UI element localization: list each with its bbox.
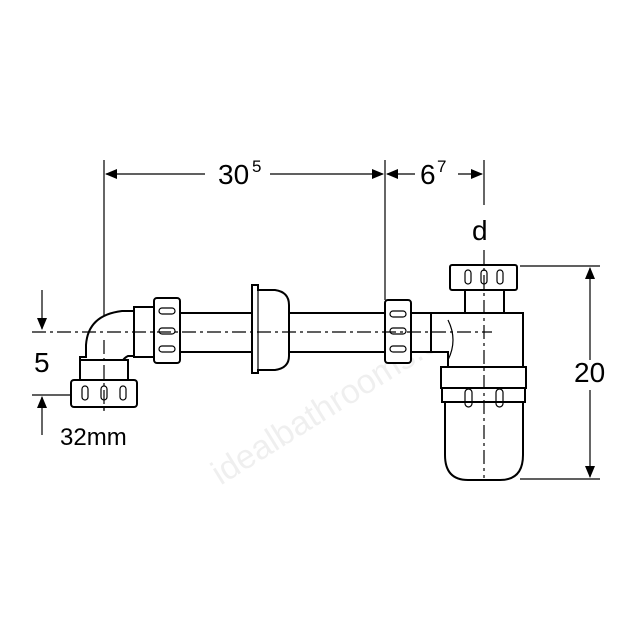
trap-assembly [70,264,527,481]
dim-5-label: 5 [34,347,50,378]
dim-30-label: 30 [218,159,249,190]
dimension-height-total: 20 [571,267,608,478]
dimension-height-offset: 5 32mm [34,290,127,451]
diameter-label: d [472,215,488,246]
wall-rosette [251,284,290,374]
dim-6-label: 6 [420,159,436,190]
dimension-width-main: 30 5 [105,157,384,190]
outlet-size-label: 32mm [60,424,127,451]
dim-6-sup: 7 [437,157,446,176]
dim-20-label: 20 [574,357,605,388]
dim-30-sup: 5 [252,157,261,176]
centerlines [32,250,492,478]
trap-body [430,312,524,369]
dimension-width-offset: 6 7 [386,157,483,190]
